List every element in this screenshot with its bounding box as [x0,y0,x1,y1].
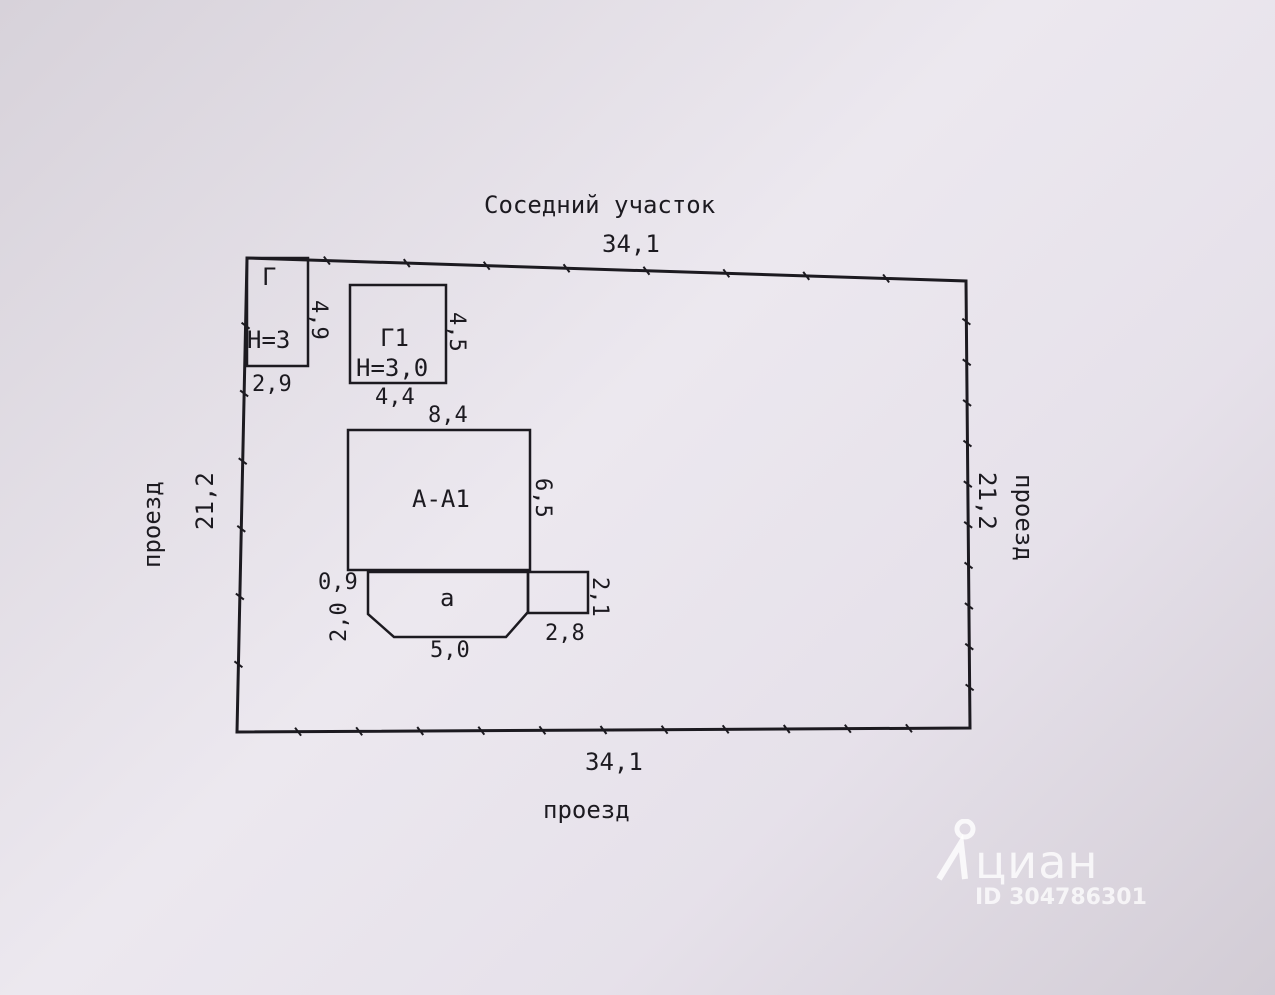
fence-tick [905,723,913,733]
fence-tick [722,268,731,278]
fence-tick [962,439,973,448]
fence-tick [721,724,730,734]
fence-tick [882,273,890,284]
watermark-id: ID 304786301 [975,885,1147,910]
annex [526,570,590,615]
annex-dim-side: 2,1 [587,577,612,617]
fence-tick [964,642,974,651]
fence-tick [235,592,245,601]
left-road-label: проезд [138,481,166,568]
building-g-dim-side: 4,9 [306,300,331,340]
annex-dim-bottom: 2,8 [545,621,585,646]
fence-tick [402,258,411,268]
fence-tick [477,726,486,736]
fence-tick [416,726,425,736]
fence-tick [562,263,571,273]
cian-logo-icon [936,819,976,881]
fence-tick [844,724,852,734]
house-a-a1 [346,428,532,572]
fence-tick [965,683,975,692]
building-g-height: Н=3 [247,326,290,354]
porch-name: а [440,584,454,612]
fence-tick [961,317,971,326]
fence-tick [233,660,244,669]
top-dimension: 34,1 [602,230,660,258]
fence-tick [802,271,811,281]
fence-tick [238,457,248,465]
fence-tick [963,561,974,570]
fence-tick [236,525,246,533]
building-g1-dim-side: 4,5 [444,312,469,352]
porch-dim-bottom: 5,0 [430,638,470,663]
fence-tick [482,261,491,271]
fence-ticks [233,255,975,737]
building-g [245,256,310,368]
fence-tick [323,255,331,266]
fence-tick [239,389,249,398]
fence-tick [962,358,972,367]
fence-tick [642,266,651,276]
left-dimension: 21,2 [191,472,219,530]
porch-dim-left: 2,0 [327,602,352,642]
fence-tick [355,726,363,736]
house-dim-top: 8,4 [428,403,468,428]
fence-tick [962,399,972,407]
house-dim-side: 6,5 [530,478,555,518]
building-g-dim-bottom: 2,9 [252,372,292,397]
cian-watermark: циан ID 304786301 [935,815,1170,915]
fence-tick [294,727,302,737]
house-name: А-А1 [412,485,470,513]
right-dimension: 21,2 [973,472,1001,530]
building-g1-name: Г1 [380,324,409,352]
fence-tick [964,602,974,610]
fence-tick [963,480,973,488]
fence-tick [538,725,547,735]
fence-tick [782,724,791,734]
porch-dim-left-top: 0,9 [318,570,358,595]
top-neighbor-label: Соседний участок [484,191,716,219]
watermark-brand: циан [975,835,1099,889]
building-g-name: Г [262,263,276,291]
bottom-road-label: проезд [543,796,630,824]
building-g1-height: Н=3,0 [356,354,428,382]
fence-tick [599,725,608,735]
bottom-dimension: 34,1 [585,748,643,776]
building-g1-dim-bottom: 4,4 [375,385,415,410]
building-g1 [348,283,448,385]
right-road-label: проезд [1010,474,1038,561]
fence-tick [963,521,973,529]
fence-tick [660,725,669,735]
